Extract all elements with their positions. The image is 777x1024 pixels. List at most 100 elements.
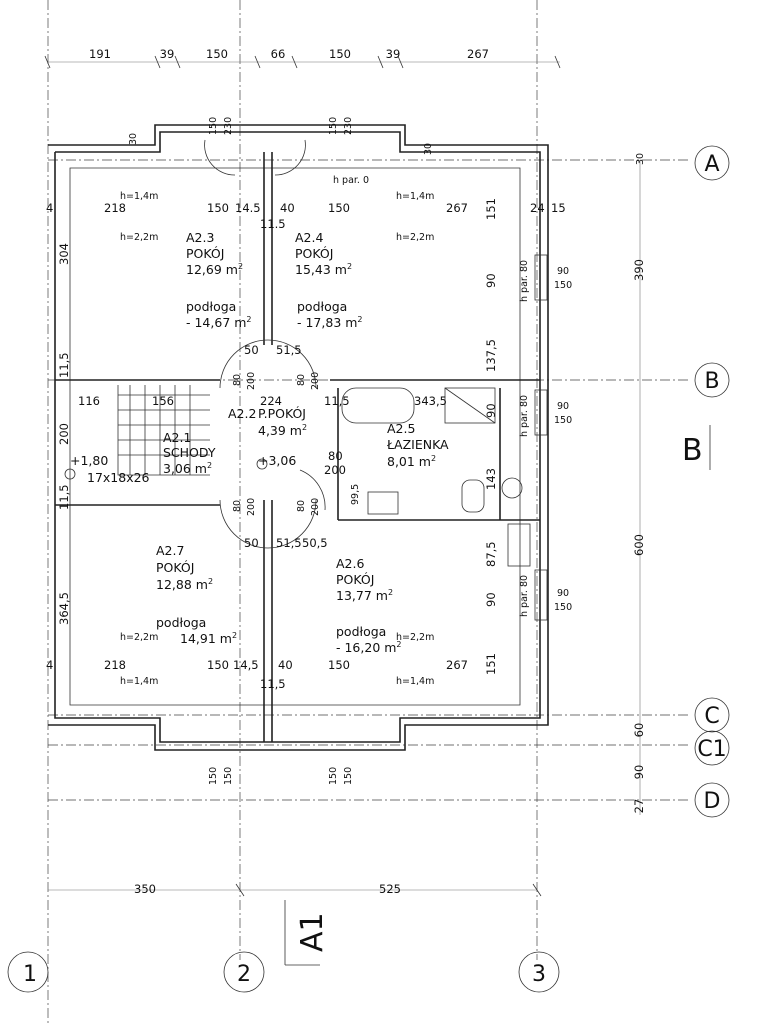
dim: 150 bbox=[554, 415, 572, 426]
floor-value: - 14,67 m2 bbox=[186, 315, 252, 330]
dim: 143 bbox=[484, 468, 498, 490]
room-name: ŁAZIENKA bbox=[386, 437, 449, 452]
top-dim-1: 191 bbox=[89, 47, 111, 61]
dim: 150 bbox=[554, 280, 572, 291]
axis-C: C bbox=[704, 704, 719, 729]
hall-door-dims: 80 200 80 200 80 200 80 200 99,5 bbox=[232, 372, 361, 516]
room-A2-3: A2.3 POKÓJ 12,69 m2 podłoga - 14,67 m2 bbox=[186, 230, 252, 330]
dim: 24 bbox=[530, 201, 545, 215]
room-id: A2.2 bbox=[228, 406, 256, 421]
hpar0: h par. 0 bbox=[333, 175, 369, 186]
axis-1: 1 bbox=[23, 962, 37, 987]
hpar80-b: h par. 80 bbox=[519, 395, 530, 437]
room-name: POKÓJ bbox=[336, 572, 374, 587]
room-id: A2.3 bbox=[186, 230, 214, 245]
axis-col-bubbles: 1 2 3 bbox=[7, 951, 560, 993]
room-area: 15,43 m2 bbox=[295, 262, 352, 277]
floor-value: - 17,83 m2 bbox=[297, 315, 363, 330]
bathroom-fixtures bbox=[341, 387, 531, 567]
dim: 80 bbox=[232, 374, 243, 386]
dim: 150 bbox=[223, 767, 234, 785]
internal-dims-middle: 116 156 224 11,5 343,5 50 51,5 50 51,5 5… bbox=[78, 343, 447, 550]
room-area: 8,01 m2 bbox=[387, 454, 436, 469]
internal-dims-left: 304 200 11,5 364,5 11,5 bbox=[57, 243, 71, 625]
section-A1: A1 bbox=[295, 912, 330, 952]
dim: 30 bbox=[423, 143, 434, 155]
room-area: 4,39 m2 bbox=[258, 423, 307, 438]
h14-c: h=1,4m bbox=[120, 676, 158, 687]
dim: 200 bbox=[246, 372, 257, 390]
floor-value: - 16,20 m2 bbox=[336, 640, 402, 655]
dim: 150 bbox=[554, 602, 572, 613]
window-dims: 90 150 90 150 90 150 bbox=[554, 266, 572, 613]
h22-a: h=2,2m bbox=[120, 232, 158, 243]
room-id: A2.1 bbox=[163, 430, 191, 445]
dim: 87,5 bbox=[484, 541, 498, 567]
bottom-dimensions: 350 525 bbox=[134, 882, 401, 896]
dim: 200 bbox=[57, 423, 71, 445]
bottom-dim-2: 525 bbox=[379, 882, 401, 896]
axis-D: D bbox=[704, 789, 721, 814]
dim: 150 bbox=[208, 117, 219, 135]
right-dim-3: 60 bbox=[632, 723, 646, 738]
interior-walls bbox=[55, 152, 540, 742]
h22-d: h=2,2m bbox=[396, 632, 434, 643]
room-A2-4: A2.4 POKÓJ 15,43 m2 podłoga - 17,83 m2 bbox=[295, 230, 363, 330]
dim: 50 bbox=[244, 343, 259, 357]
dim: 230 bbox=[223, 117, 234, 135]
dim: 150 bbox=[207, 658, 229, 672]
room-A2-7: A2.7 POKÓJ 12,88 m2 podłoga 14,91 m2 bbox=[156, 543, 237, 646]
dim: 11.5 bbox=[260, 217, 286, 231]
room-id: A2.4 bbox=[295, 230, 323, 245]
room-id: A2.6 bbox=[336, 556, 364, 571]
room-A2-5: A2.5 ŁAZIENKA 8,01 m2 bbox=[386, 421, 449, 469]
room-A2-1: A2.1 SCHODY 3,06 m2 17x18x26 bbox=[87, 430, 216, 485]
dim: 224 bbox=[260, 394, 282, 408]
bottom-dim-1: 350 bbox=[134, 882, 156, 896]
dim: 267 bbox=[446, 201, 468, 215]
dim: 151 bbox=[484, 198, 498, 220]
axis-2: 2 bbox=[237, 962, 251, 987]
right-dimensions: 390 600 60 90 27 bbox=[632, 259, 646, 813]
dim: 200 bbox=[324, 463, 346, 477]
level-hall: +3,06 bbox=[258, 453, 296, 468]
dim: 150 bbox=[328, 117, 339, 135]
room-name: POKÓJ bbox=[295, 246, 333, 261]
height-labels: h=1,4m h=1,4m h=1,4m h=1,4m h=2,2m h=2,2… bbox=[120, 175, 530, 687]
axis-row-bubbles: A B C C1 D bbox=[694, 145, 730, 818]
dim: 51,5 bbox=[276, 536, 302, 550]
h14-a: h=1,4m bbox=[120, 191, 158, 202]
h22-b: h=2,2m bbox=[396, 232, 434, 243]
dim: 80 bbox=[328, 449, 343, 463]
dim: 200 bbox=[310, 372, 321, 390]
dim: 11,5 bbox=[260, 677, 286, 691]
dim: 304 bbox=[57, 243, 71, 265]
room-area: 12,88 m2 bbox=[156, 577, 213, 592]
internal-dims-bottom: 218 150 14,5 40 150 267 11,5 4 bbox=[46, 658, 468, 691]
dim: 99,5 bbox=[350, 484, 361, 505]
dim: 343,5 bbox=[414, 394, 447, 408]
dim: 14.5 bbox=[235, 201, 261, 215]
dim: 30 bbox=[635, 153, 646, 165]
axis-lines bbox=[47, 0, 690, 1024]
right-dim-1: 390 bbox=[632, 259, 646, 281]
section-markers: B A1 bbox=[284, 425, 711, 966]
room-A2-6: A2.6 POKÓJ 13,77 m2 podłoga - 16,20 m2 bbox=[336, 556, 402, 655]
dim: 80 bbox=[232, 500, 243, 512]
room-name: POKÓJ bbox=[186, 246, 224, 261]
dim: 15 bbox=[551, 201, 566, 215]
dim: 51,5 bbox=[276, 343, 302, 357]
dim: 90 bbox=[484, 592, 498, 607]
dim: 90 bbox=[484, 273, 498, 288]
dim: 90 bbox=[557, 266, 569, 277]
right-dim-5: 27 bbox=[632, 799, 646, 814]
dim: 150 bbox=[207, 201, 229, 215]
axis-A: A bbox=[704, 152, 719, 177]
dim: 80 bbox=[296, 374, 307, 386]
dim: 218 bbox=[104, 658, 126, 672]
right-dim-2: 600 bbox=[632, 534, 646, 556]
room-area: 12,69 m2 bbox=[186, 262, 243, 277]
right-windows bbox=[534, 254, 548, 621]
room-A2-2: A2.2 P.POKÓJ 4,39 m2 bbox=[228, 406, 307, 438]
